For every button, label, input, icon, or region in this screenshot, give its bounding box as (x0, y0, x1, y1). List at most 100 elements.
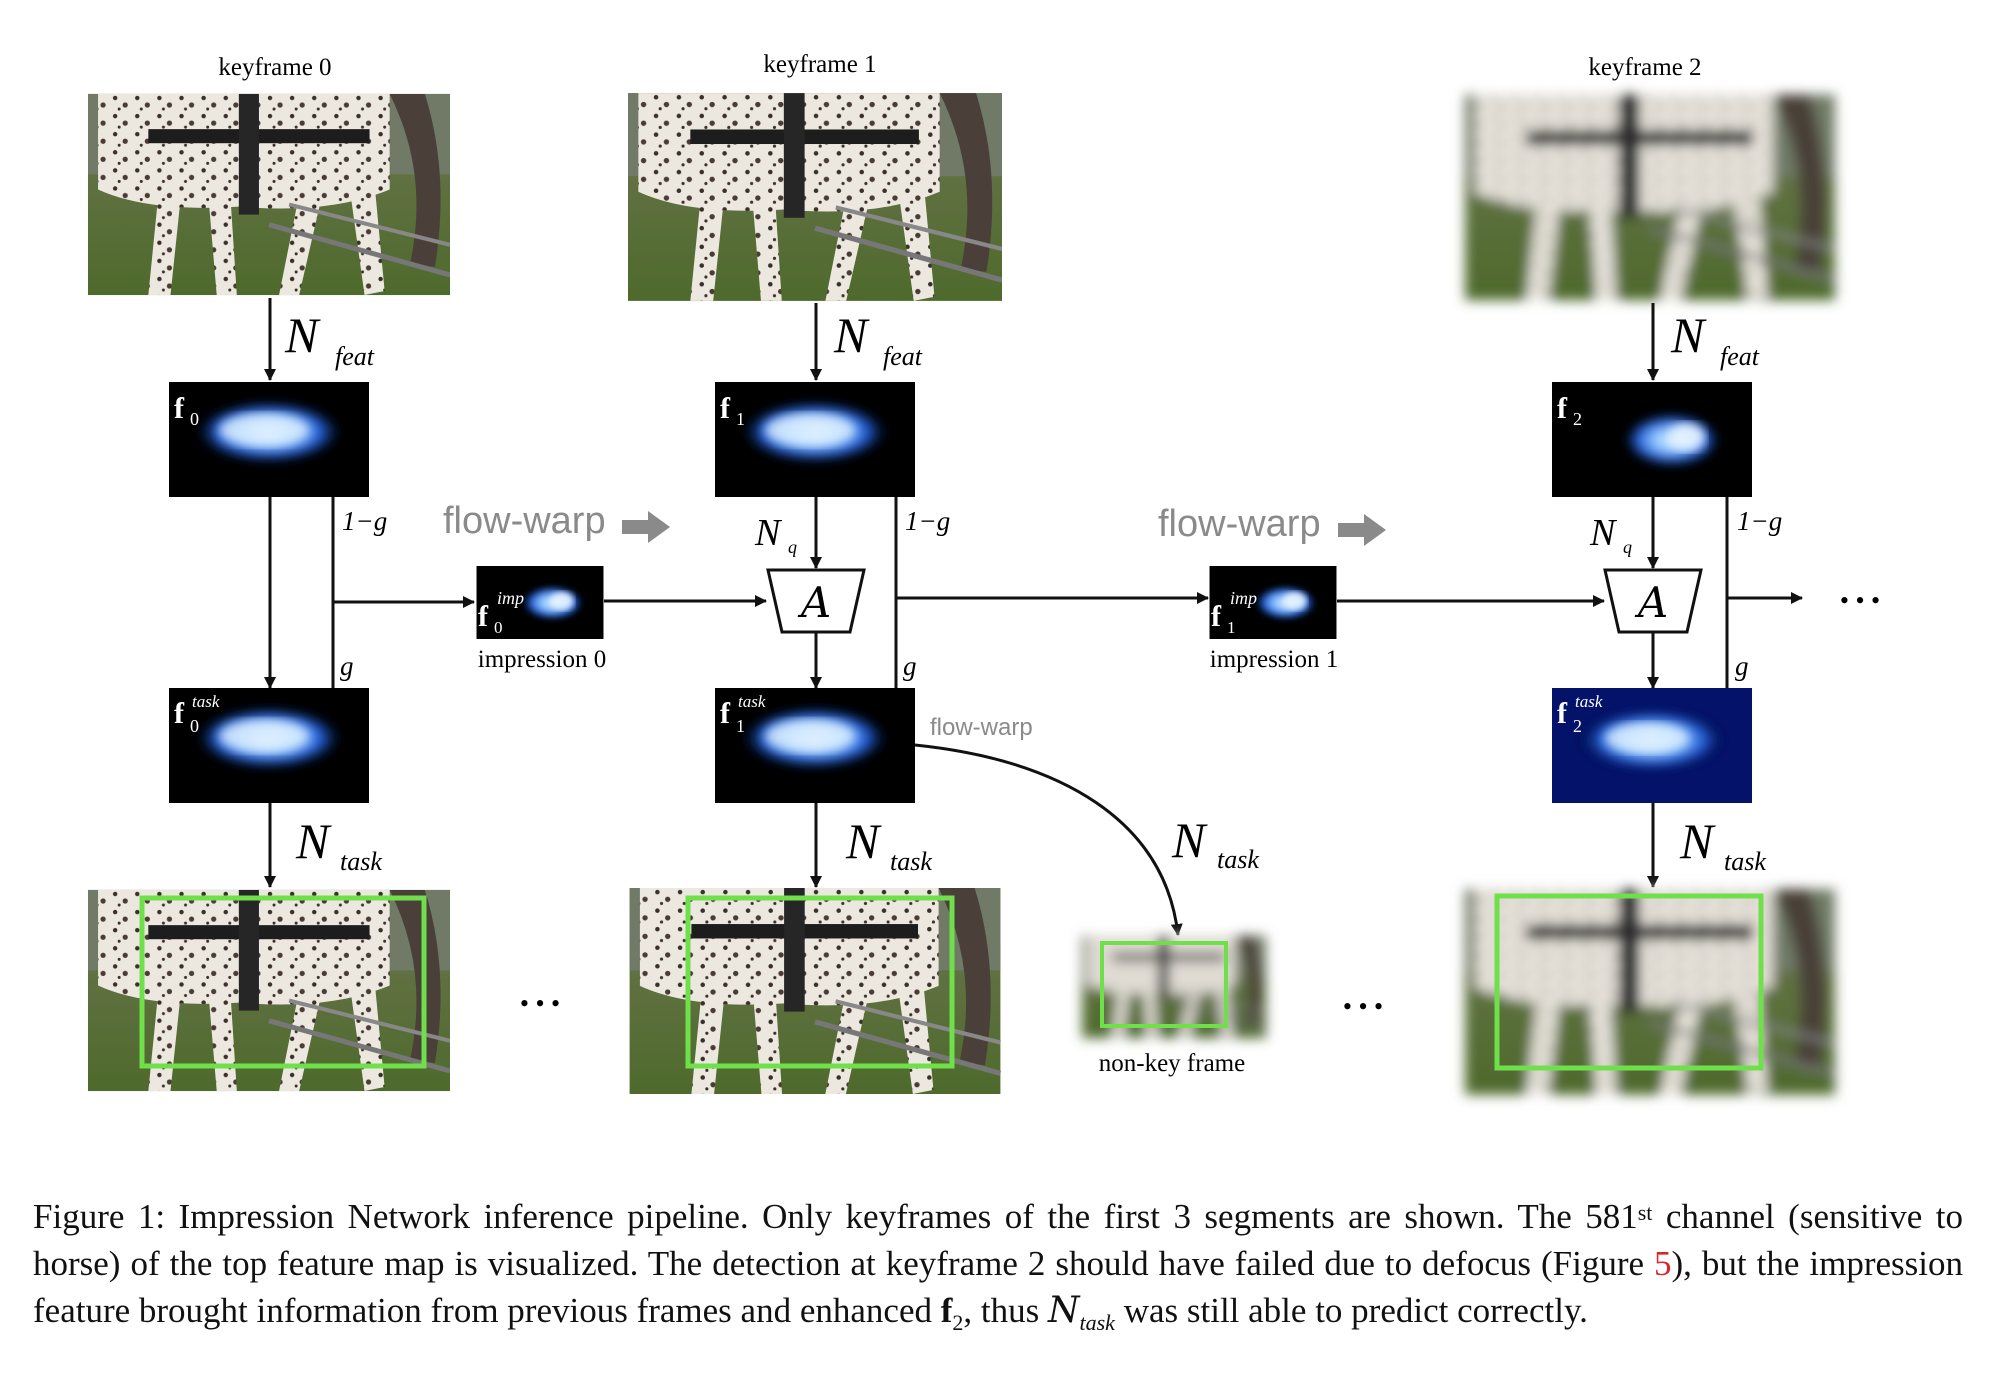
figure-caption: Figure 1: Impression Network inference p… (33, 1193, 1963, 1346)
caption-part-5: was still able to predict correctly. (1114, 1291, 1588, 1330)
detection-box-2 (1494, 893, 1764, 1071)
svg-text:0: 0 (190, 409, 199, 429)
svg-text:2: 2 (1573, 716, 1582, 736)
feature-map-f1: f 1 (715, 382, 915, 497)
svg-text:q: q (1623, 537, 1632, 557)
svg-text:imp: imp (497, 588, 524, 608)
non-key-frame-image (1082, 935, 1266, 1039)
svg-text:task: task (1217, 845, 1259, 874)
detection-box-nonkey (1100, 941, 1228, 1028)
flow-warp-small-label: flow-warp (930, 714, 1033, 741)
svg-text:f: f (478, 600, 489, 633)
aggregator-1: A (766, 568, 866, 634)
pipeline-figure: keyframe 0 N feat f 0 1−g g f task 0 N t… (0, 51, 1880, 1160)
svg-text:f: f (174, 392, 185, 425)
caption-f-sub: 2 (952, 1310, 964, 1335)
detection-box-1 (685, 895, 955, 1069)
svg-text:task: task (340, 847, 382, 876)
one-minus-g-label-1: 1−g (905, 506, 950, 536)
feature-map-f0: f 0 (169, 382, 369, 497)
svg-text:f: f (1557, 392, 1568, 425)
flow-warp-curve (914, 743, 1183, 936)
svg-text:N: N (1171, 812, 1208, 868)
keyframe-2-image (1465, 95, 1835, 301)
feature-map-f2-task: f task 2 (1552, 688, 1752, 803)
feature-map-f0-task: f task 0 (169, 688, 369, 803)
svg-text:f: f (720, 392, 731, 425)
detection-result-1 (630, 888, 1001, 1094)
caption-sup: st (1637, 1200, 1653, 1225)
detection-result-0 (88, 890, 450, 1091)
svg-text:N: N (845, 813, 882, 869)
keyframe-0-label: keyframe 0 (218, 54, 331, 81)
svg-text:A: A (797, 578, 831, 627)
keyframe-1-label: keyframe 1 (763, 51, 876, 78)
impression-0-map: f imp 0 (477, 566, 604, 639)
caption-part-2: channel (sensitive to horse) of the top … (33, 1197, 1963, 1283)
svg-text:1: 1 (736, 716, 745, 736)
n-feat-label-2: N feat (1670, 307, 1760, 371)
flow-warp-arrow-0 (622, 511, 670, 543)
svg-text:N: N (1670, 307, 1707, 363)
caption-part-1: Figure 1: Impression Network inference p… (33, 1197, 1638, 1236)
impression-1-map: f imp 1 (1210, 566, 1337, 639)
figure-reference-link[interactable]: 5 (1654, 1244, 1672, 1283)
svg-text:N: N (1589, 512, 1618, 554)
one-minus-g-label-2: 1−g (1737, 506, 1782, 536)
svg-text:task: task (192, 692, 220, 711)
svg-text:feat: feat (883, 342, 923, 371)
svg-text:A: A (1634, 578, 1668, 627)
detection-box-0 (139, 895, 427, 1069)
flow-warp-label-0: flow-warp (443, 500, 606, 542)
detection-result-2 (1465, 889, 1835, 1095)
caption-n-symbol: N (1048, 1290, 1080, 1331)
caption-part-4: , thus (963, 1291, 1048, 1330)
feature-map-f2: f 2 (1552, 382, 1752, 497)
non-key-frame-label: non-key frame (1099, 1050, 1245, 1077)
g-label-2: g (1735, 651, 1749, 681)
svg-text:N: N (295, 813, 332, 869)
caption-f-symbol: f (940, 1291, 953, 1330)
svg-text:task: task (1575, 692, 1603, 711)
svg-text:N: N (1679, 813, 1716, 869)
caption-part-3: ), but the impression feature brought in… (33, 1244, 1963, 1330)
caption-n-sub: task (1079, 1310, 1115, 1335)
n-feat-label-0: N feat (284, 307, 375, 371)
g-label-0: g (340, 651, 354, 681)
svg-text:f: f (1557, 697, 1568, 730)
svg-text:q: q (788, 537, 797, 557)
n-feat-label-1: N feat (833, 307, 923, 371)
svg-text:0: 0 (494, 618, 503, 637)
n-q-label-2: N q (1589, 512, 1632, 557)
svg-text:N: N (284, 307, 321, 363)
svg-text:0: 0 (190, 716, 199, 736)
svg-text:f: f (720, 697, 731, 730)
svg-text:task: task (738, 692, 766, 711)
svg-text:N: N (833, 307, 870, 363)
svg-text:f: f (1211, 600, 1222, 633)
n-task-label-1: N task (845, 813, 932, 876)
n-task-label-0: N task (295, 813, 382, 876)
impression-0-label: impression 0 (478, 646, 606, 673)
feature-map-f1-task: f task 1 (715, 688, 915, 803)
svg-text:2: 2 (1573, 409, 1582, 429)
svg-text:N: N (754, 512, 783, 554)
n-q-label-1: N q (754, 512, 797, 557)
svg-text:feat: feat (1720, 342, 1760, 371)
one-minus-g-label-0: 1−g (342, 506, 387, 536)
n-task-label-nonkey: N task (1171, 812, 1259, 874)
keyframe-2-label: keyframe 2 (1588, 54, 1701, 81)
flow-warp-label-1: flow-warp (1158, 503, 1321, 545)
svg-text:1: 1 (1227, 618, 1236, 637)
svg-text:task: task (890, 847, 932, 876)
impression-1-label: impression 1 (1210, 646, 1338, 673)
aggregator-2: A (1603, 568, 1703, 634)
ellipsis-1: • • • (1343, 992, 1383, 1021)
svg-text:task: task (1724, 847, 1766, 876)
n-task-label-2: N task (1679, 813, 1766, 876)
keyframe-1-image (628, 93, 1002, 301)
g-label-1: g (903, 651, 917, 681)
flow-warp-arrow-1 (1338, 514, 1386, 546)
ellipsis-2: • • • (1840, 586, 1880, 615)
svg-text:imp: imp (1230, 588, 1257, 608)
